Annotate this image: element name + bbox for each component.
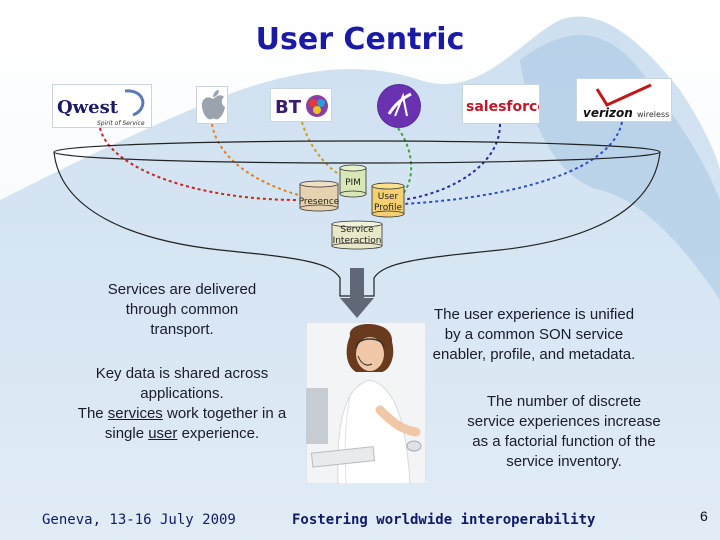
pim-cylinder bbox=[339, 164, 367, 198]
qwest-logo: Qwest Spirit of Service bbox=[52, 84, 152, 128]
left-text-shared-line3: The services work together in a bbox=[44, 404, 320, 424]
service-interaction-label: Service Interaction bbox=[328, 225, 386, 247]
arc-salesforce bbox=[399, 123, 501, 201]
left-text-shared-line2: applications. bbox=[140, 385, 224, 402]
right-text-unified-line3: enabler, profile, and metadata. bbox=[432, 346, 636, 363]
salesforce-logo: salesforce bbox=[462, 84, 540, 124]
service-interaction-line2: Interaction bbox=[332, 236, 382, 246]
apple-logo bbox=[196, 86, 228, 124]
qwest-logo-text: Qwest bbox=[57, 97, 119, 118]
left-text-shared-line3-pre: The bbox=[77, 405, 108, 422]
service-interaction-line1: Service bbox=[340, 225, 374, 235]
left-text-shared-line4-post: experience. bbox=[177, 425, 260, 442]
qwest-tagline: Spirit of Service bbox=[97, 120, 145, 127]
left-text-delivery-line1: Services are delivered bbox=[107, 281, 257, 298]
left-text-shared: Key data is shared across applications. … bbox=[44, 364, 320, 444]
bowl-body bbox=[53, 151, 661, 297]
user-profile-line1: User bbox=[377, 192, 399, 202]
right-text-factorial-line2: service experiences increase bbox=[467, 413, 661, 430]
service-interaction-cylinder bbox=[331, 220, 383, 250]
right-text-unified-line2: by a common SON service bbox=[444, 326, 624, 343]
pim-label: PIM bbox=[345, 178, 361, 188]
footer-tagline: Fostering worldwide interoperability bbox=[292, 512, 596, 528]
right-text-factorial: The number of discrete service experienc… bbox=[446, 392, 682, 472]
right-text-unified: The user experience is unified by a comm… bbox=[418, 305, 650, 365]
left-text-shared-line3-post: work together in a bbox=[162, 405, 287, 422]
user-profile-label: User Profile bbox=[372, 192, 404, 214]
user-profile-cylinder bbox=[371, 182, 405, 218]
bt-logo-text: BT bbox=[275, 97, 302, 118]
arc-apple bbox=[211, 123, 303, 197]
left-text-delivery-line2: through common bbox=[125, 301, 239, 318]
arc-verizon bbox=[401, 121, 623, 205]
apple-icon bbox=[201, 90, 225, 120]
alcatel-logo bbox=[377, 84, 421, 128]
right-text-factorial-line3: as a factorial function of the bbox=[472, 433, 656, 450]
alcatel-icon bbox=[378, 85, 420, 127]
salesforce-logo-text: salesforce bbox=[466, 99, 540, 115]
arc-qwest bbox=[99, 127, 299, 201]
left-text-shared-line4: single user experience. bbox=[44, 424, 320, 444]
presence-label: Presence bbox=[298, 197, 340, 207]
bt-logo: BT bbox=[270, 88, 332, 122]
user-photo bbox=[306, 322, 426, 484]
arc-bt bbox=[301, 121, 343, 177]
down-arrow-icon bbox=[340, 268, 374, 318]
bowl-rim bbox=[53, 140, 661, 164]
verizon-logo: verizon wireless bbox=[576, 78, 672, 122]
right-text-factorial-line1: The number of discrete bbox=[486, 393, 642, 410]
left-text-delivery: Services are delivered through common tr… bbox=[62, 280, 302, 340]
user-underlined: user bbox=[148, 425, 178, 442]
left-text-shared-line4-pre: single bbox=[104, 425, 149, 442]
verizon-logo-text: verizon bbox=[583, 106, 633, 120]
verizon-logo-suffix: wireless bbox=[637, 110, 669, 119]
presence-cylinder bbox=[299, 180, 339, 212]
left-text-delivery-line3: transport. bbox=[150, 321, 214, 338]
services-underlined: services bbox=[107, 405, 163, 422]
footer-location-date: Geneva, 13-16 July 2009 bbox=[42, 512, 236, 528]
page-number: 6 bbox=[700, 508, 708, 524]
page-title: User Centric bbox=[255, 22, 465, 57]
user-profile-line2: Profile bbox=[374, 203, 402, 213]
left-text-shared-line1: Key data is shared across bbox=[95, 365, 269, 382]
right-text-unified-line1: The user experience is unified bbox=[433, 306, 635, 323]
right-text-factorial-line4: service inventory. bbox=[506, 453, 622, 470]
